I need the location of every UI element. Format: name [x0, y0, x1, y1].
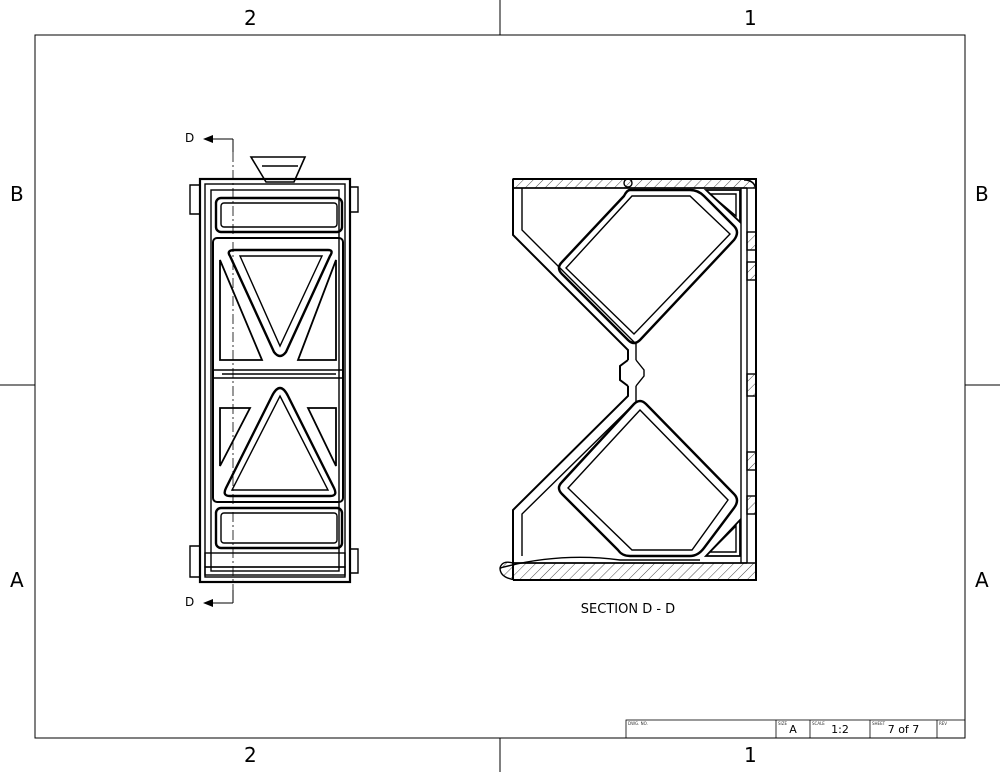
scale-label: SCALE: [812, 721, 825, 726]
rev-label: REV: [939, 721, 948, 726]
size-label: SIZE: [778, 721, 787, 726]
cut-marker-bottom: D: [185, 595, 195, 609]
zone-label-right-lower: A: [975, 568, 989, 592]
sheet-label: SHEET: [872, 721, 886, 726]
zone-label-bottom-right: 1: [744, 743, 757, 767]
scale-value: 1:2: [831, 723, 849, 736]
front-view: [189, 138, 359, 604]
section-title: SECTION D - D: [580, 602, 676, 617]
zone-label-left-lower: A: [10, 568, 24, 592]
title-block: [625, 719, 966, 739]
zone-label-bottom-left: 2: [244, 743, 257, 767]
dwg-no-label: DWG. NO.: [628, 721, 648, 726]
zone-label-right-upper: B: [975, 182, 989, 206]
cut-arrow-bottom-icon: [203, 599, 213, 607]
size-value: A: [789, 723, 797, 736]
section-view: [499, 178, 757, 581]
zone-label-left-upper: B: [10, 182, 24, 206]
sheet-value: 7 of 7: [887, 723, 920, 736]
cut-marker-top: D: [185, 131, 195, 145]
zone-label-top-right: 1: [744, 6, 757, 30]
zone-label-top-left: 2: [244, 6, 257, 30]
cut-arrow-top-icon: [203, 135, 213, 143]
